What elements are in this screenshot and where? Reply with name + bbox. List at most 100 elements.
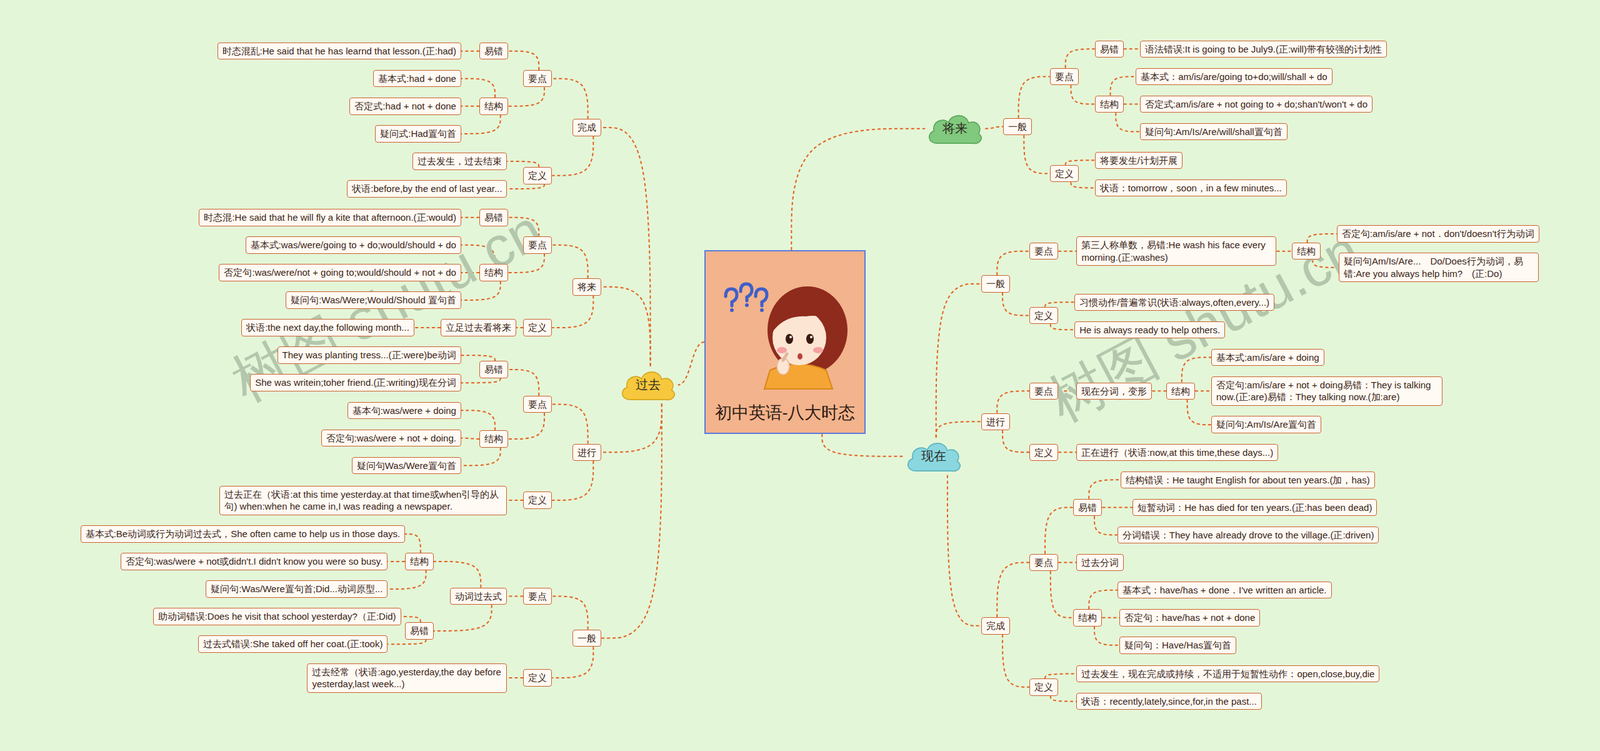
- node-text: She was writein;toher friend.(正:writing)…: [255, 376, 457, 389]
- node-text: 助动词错误:Does he visit that school yesterda…: [158, 610, 397, 623]
- branch-connector: [1018, 76, 1050, 118]
- topic-box: 否定句:was/were/not + going to;would/should…: [218, 263, 461, 282]
- branch-connector: [1045, 301, 1075, 307]
- topic-box: 要点: [523, 70, 552, 88]
- node-text: 易错: [1078, 501, 1097, 514]
- node-text: 习惯动作/普遍常识(状语:always,often,every...): [1079, 296, 1270, 309]
- topic-box: 分词错误：They have already drove to the vill…: [1117, 526, 1380, 544]
- node-text: 过去分词: [1081, 556, 1119, 569]
- topic-box: 要点: [1029, 242, 1059, 260]
- node-text: 一般: [986, 277, 1005, 290]
- branch-connector: [1094, 515, 1118, 535]
- topic-box: 定义: [1029, 306, 1059, 325]
- topic-box: 基本式：am/is/are/going to+do;will/shall + d…: [1135, 68, 1332, 86]
- topic-box: 定义: [1029, 443, 1059, 462]
- branch-connector: [1065, 160, 1095, 165]
- node-text: 初中英语-八大时态: [715, 401, 856, 424]
- topic-box: 时态混:He said that he will fly a kite that…: [198, 208, 462, 227]
- branch-cloud: 将来: [925, 110, 985, 148]
- branch-connector: [516, 326, 524, 329]
- topic-box: 基本句:was/were + doing: [347, 401, 462, 420]
- node-text: 进行: [577, 446, 597, 459]
- branch-connector: [1002, 430, 1030, 452]
- topic-box: 疑问句：Have/Has置句首: [1119, 636, 1237, 654]
- topic-box: 状语:before,by the end of last year...: [346, 180, 507, 198]
- topic-box: 疑问句:Am/Is/Are置句首: [1211, 415, 1322, 434]
- branch-connector: [551, 245, 588, 279]
- branch-connector: [387, 639, 426, 644]
- branch-connector: [506, 161, 539, 167]
- node-text: 基本式:am/is/are + doing: [1216, 351, 1320, 364]
- node-text: 要点: [1034, 385, 1054, 398]
- branch-connector: [551, 404, 588, 444]
- topic-box: They was planting tress...(正:were)be动词: [277, 346, 462, 364]
- node-text: 否定句:was/were + not + doing.: [326, 431, 457, 445]
- topic-box: 否定句:was/were + not或didn't.I didn't know …: [120, 552, 389, 570]
- branch-connector: [985, 126, 1004, 129]
- node-text: 一般: [1008, 120, 1027, 134]
- node-text: 疑问句:Was/Were置句首;Did...动词原型...: [210, 582, 383, 595]
- branch-connector: [508, 51, 539, 70]
- topic-box: 现在分词，变形: [1076, 382, 1152, 400]
- topic-box: 疑问句Was/Were置句首: [351, 456, 462, 475]
- node-text: 结构: [410, 555, 429, 568]
- branch-connector: [996, 390, 1030, 413]
- branch-connector: [1101, 616, 1120, 619]
- branch-connector: [1058, 451, 1077, 453]
- node-text: 定义: [1034, 309, 1054, 322]
- node-text: 疑问句Am/Is/Are... Do/Does行为动词，易错:Are you a…: [1343, 255, 1534, 280]
- topic-box: 短暂动词：He has died for ten years.(正:has be…: [1132, 498, 1377, 517]
- node-text: 动词过去式: [455, 590, 502, 603]
- node-text: 基本式:was/were/going to + do;would/should …: [250, 238, 457, 252]
- node-text: 易错: [484, 363, 504, 376]
- topic-box: 动词过去式: [450, 587, 507, 605]
- topic-box: 定义: [523, 491, 552, 509]
- node-text: 过去发生，过去结束: [417, 155, 502, 168]
- topic-box: 疑问句:Was/Were;Would/Should 置句首: [285, 291, 462, 309]
- topic-box: 疑问句Am/Is/Are... Do/Does行为动词，易错:Are you a…: [1338, 252, 1539, 282]
- branch-connector: [461, 355, 495, 361]
- node-text: 完成: [986, 619, 1005, 632]
- node-text: 状语:the next day,the following month...: [246, 321, 410, 334]
- node-text: 否定句:am/is/are + not + doing易错：They is ta…: [1216, 378, 1438, 404]
- node-text: 过去正在（状语:at this time yesterday.at that t…: [224, 488, 502, 513]
- topic-box: 疑问句:Was/Were置句首;Did...动词原型...: [205, 580, 388, 598]
- topic-box: 否定句:am/is/are + not + doing易错：They is ta…: [1211, 376, 1443, 406]
- branch-connector: [936, 421, 982, 438]
- node-text: 否定句:was/were/not + going to;would/should…: [223, 266, 456, 279]
- node-text: 疑问句Was/Were置句首: [356, 459, 457, 472]
- topic-box: 基本式:Be动词或行为动词过去式，She often came to help …: [80, 525, 406, 543]
- node-text: 要点: [528, 590, 547, 603]
- topic-box: 过去正在（状语:at this time yesterday.at that t…: [219, 485, 507, 515]
- topic-box: 第三人称单数，易错:He wash his face every morning…: [1076, 236, 1277, 266]
- node-text: He is always ready to help others.: [1079, 323, 1220, 337]
- topic-box: 状语：recently,lately,since,for,in the past…: [1076, 692, 1262, 710]
- branch-connector: [461, 378, 501, 383]
- branch-connector: [601, 403, 662, 639]
- branch-connector: [461, 78, 495, 98]
- branch-connector: [1045, 506, 1074, 554]
- topic-box: 结构错误：He taught English for about ten yea…: [1120, 471, 1375, 489]
- topic-box: 否定式:had + not + done: [349, 97, 462, 115]
- topic-box: 结构: [1291, 242, 1321, 260]
- topic-box: 否定式:am/is/are + not going to + do;shan't…: [1140, 95, 1373, 114]
- node-text: 时态混乱:He said that he has learnd that les…: [222, 45, 457, 58]
- node-text: 结构错误：He taught English for about ten yea…: [1125, 473, 1370, 487]
- branch-connector: [506, 184, 545, 189]
- node-text: 结构: [484, 266, 504, 279]
- node-text: 过去经常（状语:ago,yesterday,the day before yes…: [311, 665, 502, 690]
- topic-box: 要点: [1029, 382, 1059, 400]
- node-text: 状语:before,by the end of last year...: [351, 182, 502, 195]
- node-text: 状语：tomorrow，soon，in a few minutes...: [1100, 181, 1282, 195]
- branch-connector: [1002, 634, 1030, 687]
- branch-connector: [551, 78, 588, 120]
- node-text: 易错: [1100, 43, 1119, 56]
- topic-box: 基本式:had + done: [373, 70, 462, 88]
- topic-box: 易错: [479, 208, 509, 227]
- node-text: 结构: [1296, 245, 1316, 258]
- node-text: 疑问句:Am/Is/Are置句首: [1216, 418, 1317, 431]
- node-text: 基本式:had + done: [378, 72, 457, 85]
- branch-connector: [433, 604, 492, 631]
- branch-connector: [461, 437, 480, 439]
- branch-connector: [508, 412, 545, 439]
